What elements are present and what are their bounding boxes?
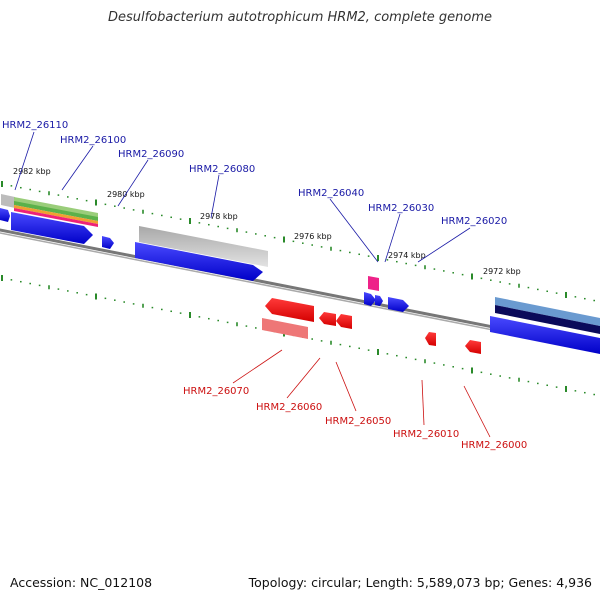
reverse-leader-lines: [232, 349, 491, 438]
gene-label-26060[interactable]: HRM2_26060: [256, 402, 322, 413]
gene-label-26000[interactable]: HRM2_26000: [461, 440, 527, 451]
gene-26000-arrow[interactable]: [465, 340, 481, 354]
genome-stats-text: Topology: circular; Length: 5,589,073 bp…: [248, 575, 592, 590]
gene-label-26070[interactable]: HRM2_26070: [183, 386, 249, 397]
gene-26100-arrow[interactable]: [11, 212, 93, 244]
scale-label-2982: 2982 kbp: [13, 167, 51, 176]
gene-label-26110[interactable]: HRM2_26110: [2, 120, 68, 131]
gene-26040-arrow[interactable]: [364, 292, 376, 306]
scale-label-2976: 2976 kbp: [294, 232, 332, 241]
scale-label-2974: 2974 kbp: [388, 251, 426, 260]
forward-leader-lines: [14, 131, 471, 263]
gene-26070-ghost: [262, 318, 308, 339]
gene-label-26020[interactable]: HRM2_26020: [441, 216, 507, 227]
scale-label-2972: 2972 kbp: [483, 267, 521, 276]
gene-26010-arrow[interactable]: [425, 332, 436, 346]
gene-label-26080[interactable]: HRM2_26080: [189, 164, 255, 175]
feature-track-grey-26080[interactable]: [139, 226, 268, 267]
gene-26080-arrow[interactable]: [135, 242, 263, 281]
gene-26110-arrow[interactable]: [0, 208, 10, 222]
gene-label-26030[interactable]: HRM2_26030: [368, 203, 434, 214]
feature-track-right[interactable]: [495, 297, 600, 334]
gene-26070-arrow[interactable]: [265, 298, 314, 322]
feature-track-left[interactable]: [1, 194, 98, 227]
gene-26020-arrow[interactable]: [388, 297, 409, 312]
gene-label-26090[interactable]: HRM2_26090: [118, 149, 184, 160]
page-title: Desulfobacterium autotrophicum HRM2, com…: [107, 10, 493, 25]
gene-label-26040[interactable]: HRM2_26040: [298, 188, 364, 199]
scale-label-2978: 2978 kbp: [200, 212, 238, 221]
gene-label-26100[interactable]: HRM2_26100: [60, 135, 126, 146]
forward-tick-track: [1, 181, 596, 302]
gene-label-26050[interactable]: HRM2_26050: [325, 416, 391, 427]
feature-pink-26040[interactable]: [368, 276, 379, 291]
gene-label-26010[interactable]: HRM2_26010: [393, 429, 459, 440]
gene-right-forward-arrow[interactable]: [490, 316, 600, 354]
accession-text: Accession: NC_012108: [10, 575, 153, 590]
gene-26090-arrow[interactable]: [102, 236, 114, 249]
reverse-tick-track: [1, 275, 596, 396]
gene-26030-arrow[interactable]: [375, 295, 383, 306]
gene-26060-arrow[interactable]: [319, 312, 336, 326]
gene-26050-arrow[interactable]: [336, 314, 352, 329]
